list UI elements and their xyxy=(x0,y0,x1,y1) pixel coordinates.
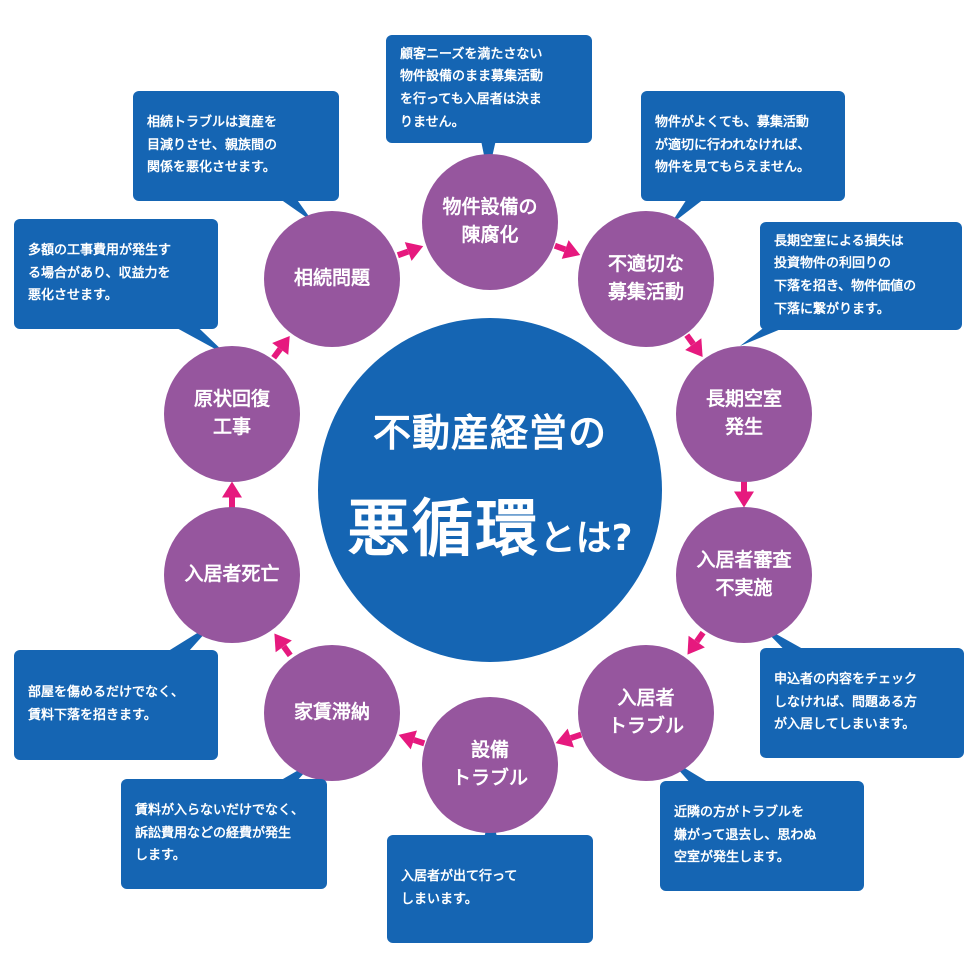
callout-facility-obsolescence: 顧客ニーズを満たさない 物件設備のまま募集活動 を行っても入居者は決ま りません… xyxy=(386,35,592,143)
node-equipment-trouble: 設備 トラブル xyxy=(422,697,558,833)
flow-arrow-10 xyxy=(396,242,424,261)
flow-arrow-2 xyxy=(684,333,703,358)
callout-equipment-trouble: 入居者が出て行って しまいます。 xyxy=(387,835,593,943)
flow-arrow-5 xyxy=(555,728,583,748)
flow-arrow-6 xyxy=(398,730,426,750)
flow-arrow-4 xyxy=(687,630,706,655)
node-improper-marketing: 不適切な 募集活動 xyxy=(578,211,714,347)
callout-inheritance-issue: 相続トラブルは資産を 目減りさせ、親族間の 関係を悪化させます。 xyxy=(133,91,339,201)
flow-arrow-8 xyxy=(222,481,242,509)
node-tenant-death: 入居者死亡 xyxy=(164,507,300,643)
flow-arrow-7 xyxy=(274,633,293,658)
node-long-vacancy: 長期空室 発生 xyxy=(676,346,812,482)
center-title-line1: 不動産経営の xyxy=(372,411,607,455)
node-restoration-work: 原状回復 工事 xyxy=(164,346,300,482)
node-tenant-trouble: 入居者 トラブル xyxy=(578,645,714,781)
center-title-suffix: とは? xyxy=(539,518,633,559)
node-no-tenant-screening: 入居者審査 不実施 xyxy=(676,507,812,643)
flow-arrow-3 xyxy=(734,480,754,508)
callout-restoration-work: 多額の工事費用が発生す る場合があり、収益力を 悪化させます。 xyxy=(14,219,218,329)
node-inheritance-issue: 相続問題 xyxy=(264,211,400,347)
callout-long-vacancy: 長期空室による損失は 投資物件の利回りの 下落を招き、物件価値の 下落に繋がりま… xyxy=(760,222,962,330)
flow-arrow-9 xyxy=(271,336,290,360)
center-title-main: 悪循環 xyxy=(347,492,540,565)
center-title-line2: 悪循環とは? xyxy=(318,478,662,568)
node-rent-arrears: 家賃滞納 xyxy=(264,645,400,781)
callout-tenant-death: 部屋を傷めるだけでなく、 賃料下落を招きます。 xyxy=(14,650,218,760)
flow-arrow-1 xyxy=(553,240,581,259)
node-facility-obsolescence: 物件設備の 陳腐化 xyxy=(422,154,558,290)
callout-improper-marketing: 物件がよくても、募集活動 が適切に行われなければ、 物件を見てもらえません。 xyxy=(641,91,845,201)
center-circle: 不動産経営の 悪循環とは? xyxy=(318,318,662,662)
callout-tenant-trouble: 近隣の方がトラブルを 嫌がって退去し、思わぬ 空室が発生します。 xyxy=(660,781,864,891)
callout-rent-arrears: 賃料が入らないだけでなく、 訴訟費用などの経費が発生 します。 xyxy=(121,779,327,889)
callout-no-tenant-screening: 申込者の内容をチェック しなければ、問題ある方 が入居してしまいます。 xyxy=(760,648,964,758)
